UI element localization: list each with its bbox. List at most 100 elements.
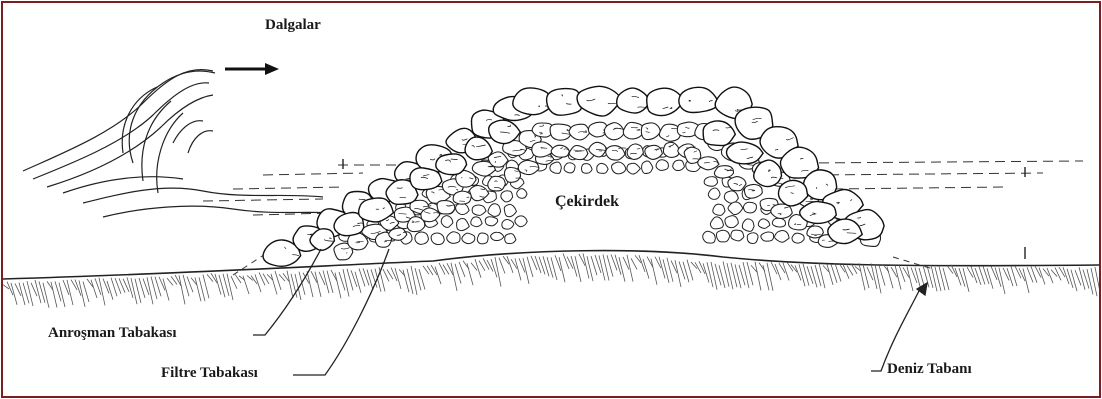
- sea-bed-hatch: [455, 264, 461, 284]
- sea-bed-hatch: [535, 256, 541, 273]
- sea-bed-hatch: [931, 265, 937, 291]
- sea-bed-hatch: [659, 257, 665, 279]
- core-stone: [504, 204, 516, 216]
- wave-stroke: [173, 121, 203, 143]
- sea-bed-hatch: [1059, 267, 1065, 277]
- filter-stone: [551, 145, 569, 157]
- sea-bed-hatch: [471, 263, 477, 271]
- wave-direction-arrow: [225, 63, 279, 75]
- core-stone: [627, 163, 640, 174]
- core-stone: [724, 191, 738, 203]
- sea-bed-hatch: [631, 258, 637, 269]
- armour-stone: [703, 121, 735, 146]
- sea-bed-hatch: [59, 283, 65, 307]
- sea-bed-hatch: [215, 274, 221, 295]
- armour-stone: [617, 88, 649, 113]
- sea-bed-hatch: [43, 283, 49, 308]
- core-stone: [472, 205, 486, 215]
- sea-bed-hatch: [387, 270, 393, 280]
- sea-bed-hatch: [479, 261, 485, 271]
- sea-bed-hatch: [711, 262, 717, 290]
- filter-stone: [627, 144, 643, 159]
- sea-bed-hatch: [655, 257, 661, 268]
- water-line: [263, 173, 363, 175]
- core-stone: [597, 163, 608, 173]
- sea-bed-hatch: [235, 274, 241, 283]
- core-stone: [462, 233, 475, 243]
- sea-bed-hatch: [439, 263, 445, 275]
- armour-stone: [577, 86, 621, 116]
- filter-stone: [663, 142, 679, 157]
- sea-bed-hatch: [287, 271, 293, 298]
- sea-bed-hatch: [307, 271, 313, 297]
- sea-bed-hatch: [483, 258, 489, 269]
- core-stone: [775, 230, 790, 242]
- core-stone: [716, 230, 729, 242]
- core-stone: [502, 219, 514, 229]
- core-stone: [708, 188, 720, 199]
- sea-bed-hatch: [459, 262, 465, 277]
- sea-bed-hatch: [987, 268, 993, 288]
- sea-bed-hatch: [55, 281, 61, 301]
- core-stone: [742, 219, 754, 231]
- sea-bed-hatch: [163, 279, 169, 301]
- core-stone: [441, 216, 453, 228]
- sea-bed-hatch: [1019, 268, 1025, 281]
- sea-bed-hatch: [519, 258, 525, 272]
- filter-stone: [645, 145, 663, 159]
- sea-bed-hatch: [499, 258, 505, 274]
- sea-bed-hatch: [843, 264, 849, 278]
- filter-stone: [641, 123, 660, 140]
- sea-bed-hatch: [879, 265, 885, 285]
- sea-bed-hatch: [295, 274, 301, 300]
- sea-bed-hatch: [183, 275, 189, 296]
- sea-bed-hatch: [651, 259, 657, 285]
- sea-bed-hatch: [575, 256, 581, 282]
- sea-bed-hatch: [467, 263, 473, 285]
- sea-bed-hatch: [551, 257, 557, 280]
- core-stone: [431, 233, 444, 245]
- water-line: [813, 173, 1043, 175]
- sea-bed-hatch: [619, 257, 625, 281]
- sea-bed-hatch: [847, 266, 853, 276]
- sea-bed-hatch: [435, 267, 441, 285]
- core-stone: [564, 163, 575, 173]
- core-stone: [704, 177, 717, 187]
- sea-bed-hatch: [755, 262, 761, 291]
- sea-bed-hatch: [167, 278, 173, 285]
- filter-leader: [293, 249, 389, 375]
- sea-bed-hatch: [719, 265, 725, 288]
- core-stone: [471, 217, 482, 227]
- filter-stone: [389, 228, 407, 240]
- sea-bed-hatch: [315, 272, 321, 297]
- sea-bed-hatch: [583, 253, 589, 278]
- sea-bed-hatch: [35, 280, 41, 303]
- stone-texture: [847, 233, 856, 234]
- core-stone: [485, 217, 498, 226]
- armour-layer-label: Anroşman Tabakası: [48, 325, 177, 342]
- sea-bed-hatch: [999, 268, 1005, 294]
- sea-bed-hatch: [347, 269, 353, 291]
- filter-stone: [698, 157, 719, 170]
- sea-bed-hatch: [247, 276, 253, 281]
- wave-stroke: [63, 177, 183, 193]
- sea-bed-hatch: [259, 272, 265, 285]
- sea-bed-hatch: [63, 280, 69, 295]
- sea-bed-hatch: [275, 271, 281, 290]
- core-stone: [505, 234, 516, 244]
- sea-bed-hatch: [3, 285, 9, 289]
- wave-stroke: [33, 83, 209, 179]
- sea-bed-hatch: [1079, 267, 1085, 290]
- armour-stone: [647, 88, 682, 115]
- core-stone: [582, 164, 593, 174]
- sea-bed-hatch: [899, 265, 905, 282]
- filter-stone: [437, 201, 455, 214]
- core-stone: [515, 216, 527, 227]
- filter-stone: [714, 166, 733, 178]
- armour-stone: [410, 168, 442, 190]
- sea-bed-hatch: [355, 272, 361, 293]
- sea-bed-hatch: [715, 264, 721, 286]
- core-stone: [703, 231, 716, 243]
- armour-stone: [679, 87, 720, 112]
- sea-bed-label: Deniz Tabanı: [887, 361, 972, 378]
